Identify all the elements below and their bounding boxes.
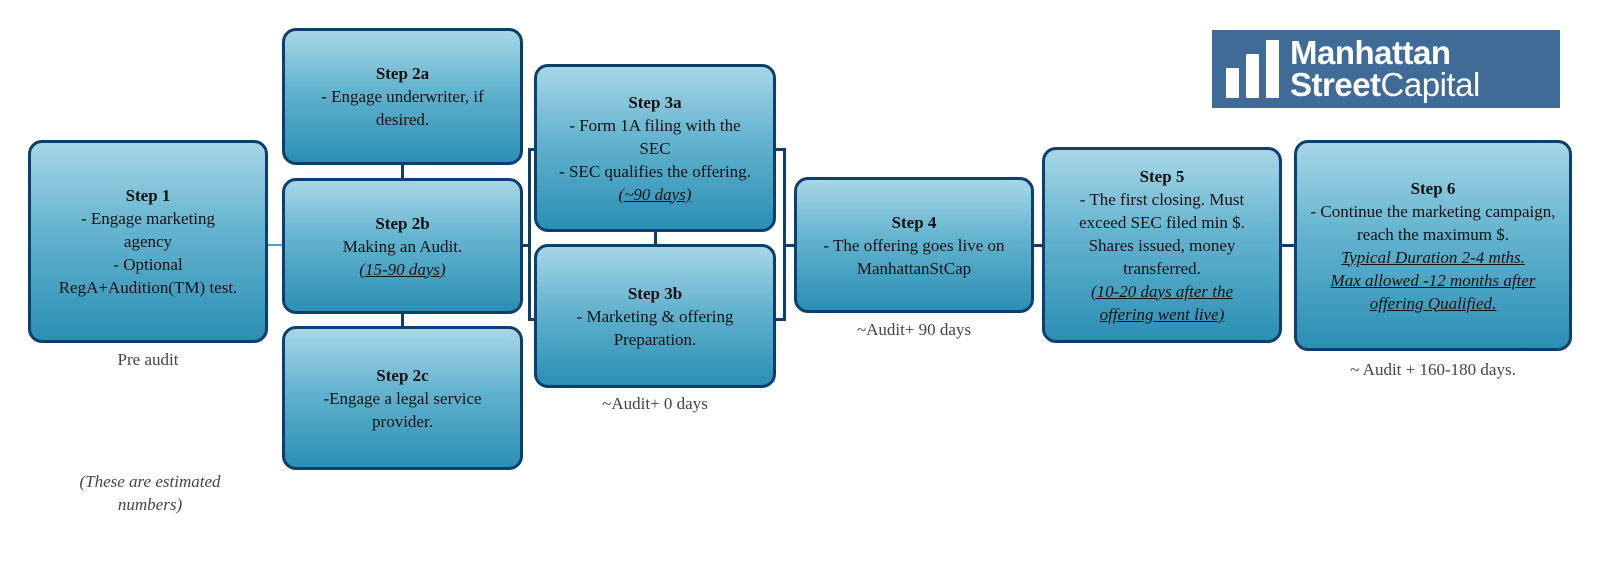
step-6-line-1: - Continue the marketing campaign, reach… [1310,201,1556,244]
caption-audit-160: ~ Audit + 160-180 days. [1350,360,1516,379]
step-2c-box: Step 2c -Engage a legal service provider… [282,326,523,470]
step-3b-title: Step 3b [627,283,683,303]
bracket-right-vertical [783,148,786,321]
step-2c-line-1: -Engage a legal service provider. [323,388,482,431]
step-6-duration-max: Max allowed -12 months after offering Qu… [1330,270,1536,313]
step-3a-line-2: - SEC qualifies the offering. [559,161,751,181]
connector-4-5 [1032,244,1044,247]
bracket-left-top [528,148,536,151]
connector-2b-bracket [521,244,529,247]
step-5-title: Step 5 [1139,166,1185,186]
step-3a-duration: (~90 days) [618,184,692,204]
step-5-box: Step 5 - The first closing. Must exceed … [1042,147,1282,343]
bracket-left-vertical [528,148,531,321]
connector-2a-2b [401,163,404,180]
step-6-box: Step 6 - Continue the marketing campaign… [1294,140,1572,351]
step-4-line-1: - The offering goes live on ManhattanStC… [823,235,1005,278]
step-2a-box: Step 2a - Engage underwriter, if desired… [282,28,523,165]
caption-audit-0: ~Audit+ 0 days [602,394,708,413]
step-2b-title: Step 2b [375,213,430,233]
step-2a-line-1: - Engage underwriter, if desired. [321,87,484,129]
logo-line-2: StreetCapital [1290,66,1480,103]
step-2c-title: Step 2c [376,365,429,385]
step-6-duration-typical: Typical Duration 2-4 mths. [1341,247,1525,267]
step-3a-line-1: - Form 1A filing with the SEC [569,115,741,158]
bracket-left-bottom [528,318,536,321]
estimated-numbers-note: (These are estimated numbers) [79,472,221,514]
step-1-title: Step 1 [125,186,171,205]
step-4-box: Step 4 - The offering goes live on Manha… [794,177,1034,313]
step-3b-box: Step 3b - Marketing & offering Preparati… [534,244,776,388]
connector-2b-2c [401,312,404,327]
caption-pre-audit: Pre audit [117,350,179,369]
bracket-right-bottom [774,318,785,321]
step-3a-box: Step 3a - Form 1A filing with the SEC - … [534,64,776,232]
step-2b-box: Step 2b Making an Audit. (15-90 days) [282,178,523,314]
step-1-line-1: - Engage marketing agency [80,209,216,251]
connector-3-4 [783,244,795,247]
connector-5-6 [1280,244,1296,247]
step-2a-title: Step 2a [375,64,430,83]
step-3b-line-1: - Marketing & offering Preparation. [576,306,734,349]
step-2b-line-1: Making an Audit. [342,236,463,256]
connector-3a-3b [654,230,657,246]
caption-audit-90: ~Audit+ 90 days [856,320,972,339]
bar-chart-logo-icon [1226,40,1284,98]
step-5-duration: (10-20 days after the offering went live… [1090,281,1234,324]
logo-text: Manhattan StreetCapital [1290,34,1480,103]
step-4-title: Step 4 [891,212,937,232]
step-3a-title: Step 3a [628,92,682,112]
logo-line-1: Manhattan [1290,34,1451,71]
step-5-line-1: - The first closing. Must exceed SEC fil… [1079,189,1245,278]
manhattan-street-capital-logo: Manhattan StreetCapital [1212,30,1560,108]
step-6-title: Step 6 [1410,178,1456,198]
connector-1-2 [266,244,282,246]
step-1-box: Step 1 - Engage marketing agency - Optio… [28,140,268,343]
bracket-right-top [774,148,785,151]
step-1-line-2: - Optional RegA+Audition(TM) test. [58,255,238,297]
step-2b-duration: (15-90 days) [359,259,446,279]
